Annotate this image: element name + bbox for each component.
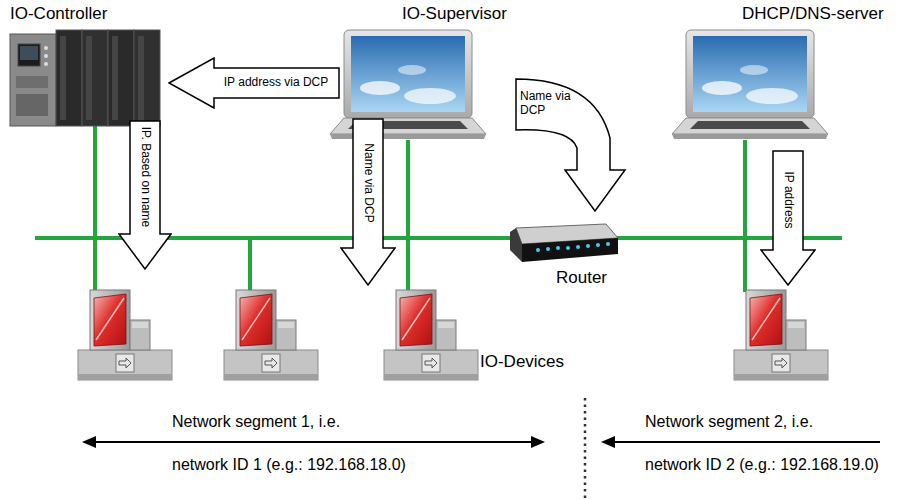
illustration-part xyxy=(20,46,38,60)
illustration-part xyxy=(531,436,545,448)
down-block-arrow: IP address xyxy=(760,150,816,286)
segment-label: network ID 1 (e.g.: 192.168.18.0) xyxy=(172,455,406,474)
device-title: DHCP/DNS-server xyxy=(742,4,884,24)
illustration-part xyxy=(406,140,410,292)
illustration-part xyxy=(224,290,318,380)
illustration-part xyxy=(546,247,550,251)
segment-arrows xyxy=(82,436,880,448)
illustration-part xyxy=(134,30,160,126)
illustration-part xyxy=(86,36,92,120)
device-title: IO-Controller xyxy=(10,4,107,24)
illustration-part xyxy=(586,244,590,248)
illustration-part xyxy=(556,246,560,250)
illustration-part xyxy=(112,36,118,120)
illustration-part xyxy=(248,238,252,292)
arrow-label: IP address xyxy=(781,171,795,228)
illustration-part xyxy=(536,248,540,252)
plc-controller xyxy=(10,30,160,126)
illustration-part xyxy=(612,441,880,443)
illustration-part xyxy=(44,46,48,50)
illustration-part xyxy=(16,76,48,88)
segment-label: network ID 2 (e.g.: 192.168.19.0) xyxy=(645,455,879,474)
illustration-part xyxy=(44,62,48,66)
illustration-part xyxy=(78,290,172,380)
segment-divider xyxy=(584,398,587,499)
illustration-part xyxy=(596,243,600,247)
illustration-part xyxy=(743,140,747,292)
illustration-part xyxy=(82,30,108,126)
illustration-part xyxy=(44,54,48,58)
arrow-label: IP address via DCP xyxy=(224,76,329,90)
device-title: IO-Supervisor xyxy=(402,4,507,24)
illustration-part xyxy=(522,238,618,262)
illustration-part xyxy=(60,36,66,120)
illustration-part xyxy=(606,242,610,246)
left-block-arrow: IP address via DCP xyxy=(168,57,340,109)
illustration-part xyxy=(672,30,828,139)
illustration-part xyxy=(82,436,96,448)
illustration-part xyxy=(734,290,828,380)
down-block-arrow: Name via DCP xyxy=(340,118,396,286)
device-title: IO-Devices xyxy=(480,352,564,372)
illustration-part xyxy=(601,436,615,448)
illustration-part xyxy=(576,245,580,249)
arrow-label: Name via DCP xyxy=(361,143,375,222)
illustration-part xyxy=(16,94,48,116)
router-icon xyxy=(510,224,618,262)
illustration-part xyxy=(18,44,40,66)
illustration-part xyxy=(10,34,56,126)
segment-label: Network segment 1, i.e. xyxy=(172,412,340,431)
illustration-part xyxy=(138,36,144,120)
segment-label: Network segment 2, i.e. xyxy=(645,412,813,431)
curved-block-arrow: Name via DCP xyxy=(515,78,627,212)
illustration-part xyxy=(92,441,535,443)
illustration-part xyxy=(56,30,82,126)
down-block-arrow: IP. Based on name xyxy=(118,120,172,270)
device-title: Router xyxy=(556,268,607,288)
illustration-part xyxy=(93,124,97,292)
illustration-part xyxy=(510,228,522,262)
illustration-part xyxy=(566,246,570,250)
arrow-label: Name via DCP xyxy=(520,90,574,118)
illustration-part xyxy=(384,290,478,380)
illustration-part xyxy=(108,30,134,126)
illustration-part xyxy=(536,242,610,252)
arrow-label: IP. Based on name xyxy=(138,127,152,228)
